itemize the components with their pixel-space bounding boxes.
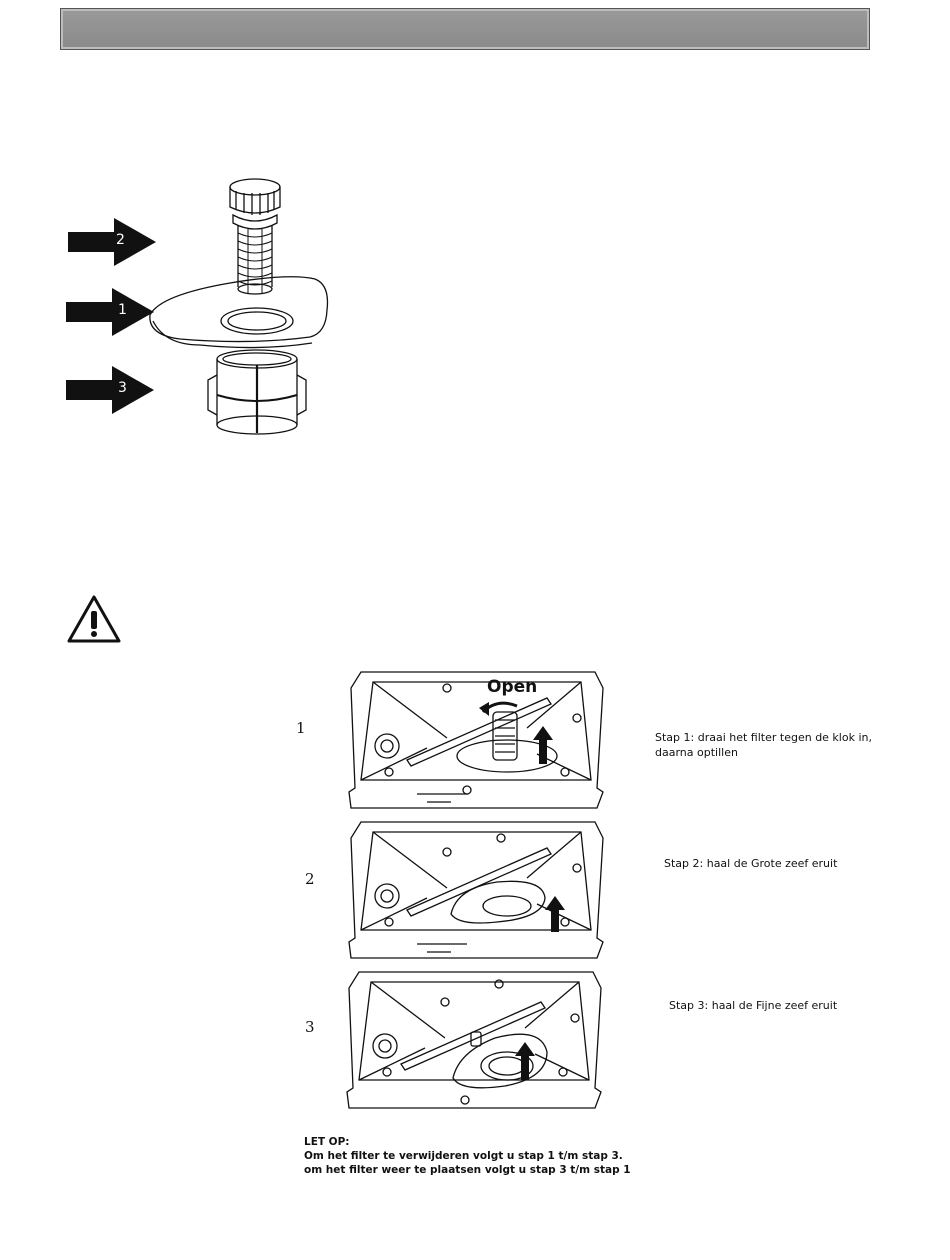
note-line-2: om het filter weer te plaatsen volgt u s… — [304, 1163, 824, 1177]
step-3-caption: Stap 3: haal de Fijne zeef eruit — [669, 998, 909, 1013]
filter-assembly-illustration — [140, 175, 335, 445]
part-number-3: 3 — [118, 380, 127, 396]
step-2-illustration — [347, 818, 605, 960]
header-bar — [60, 8, 870, 50]
note-line-1: Om het filter te verwijderen volgt u sta… — [304, 1149, 824, 1163]
part-number-2: 2 — [116, 232, 125, 248]
instruction-note: LET OP: Om het filter te verwijderen vol… — [304, 1135, 824, 1177]
step-3-illustration — [345, 968, 603, 1110]
part-number-1: 1 — [118, 302, 127, 318]
step-1-illustration: Open — [347, 668, 605, 810]
warning-triangle-icon — [66, 594, 122, 644]
step-1-caption: Stap 1: draai het filter tegen de klok i… — [655, 730, 905, 760]
step-number-1: 1 — [296, 719, 306, 737]
step-number-2: 2 — [305, 870, 315, 888]
open-label: Open — [487, 677, 537, 697]
step-number-3: 3 — [305, 1018, 315, 1036]
note-title: LET OP: — [304, 1135, 824, 1149]
step-2-caption: Stap 2: haal de Grote zeef eruit — [664, 856, 904, 871]
